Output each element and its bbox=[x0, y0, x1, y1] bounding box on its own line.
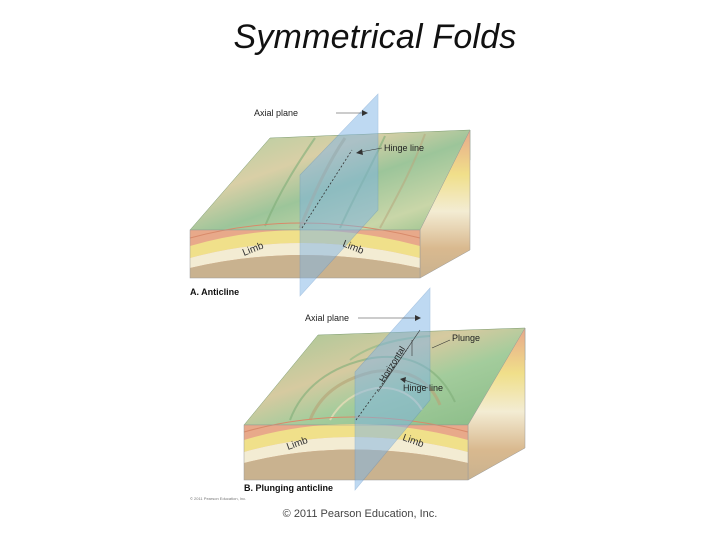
caption-a: A. Anticline bbox=[190, 287, 239, 297]
hinge-line-label-b: Hinge line bbox=[403, 383, 443, 393]
small-credit: © 2011 Pearson Education, Inc. bbox=[190, 496, 246, 501]
caption-b: B. Plunging anticline bbox=[244, 483, 333, 493]
hinge-line-label-a: Hinge line bbox=[384, 143, 424, 153]
panel-a-anticline: Axial plane Hinge line Limb Limb A. Anti… bbox=[190, 94, 470, 297]
panel-b-plunging-anticline: Axial plane Plunge Horizontal Hinge line… bbox=[190, 288, 525, 501]
copyright-footer: © 2011 Pearson Education, Inc. bbox=[0, 508, 720, 520]
plunge-label-b: Plunge bbox=[452, 333, 480, 343]
axial-plane-label-b: Axial plane bbox=[305, 313, 349, 323]
axial-plane-label-a: Axial plane bbox=[254, 108, 298, 118]
